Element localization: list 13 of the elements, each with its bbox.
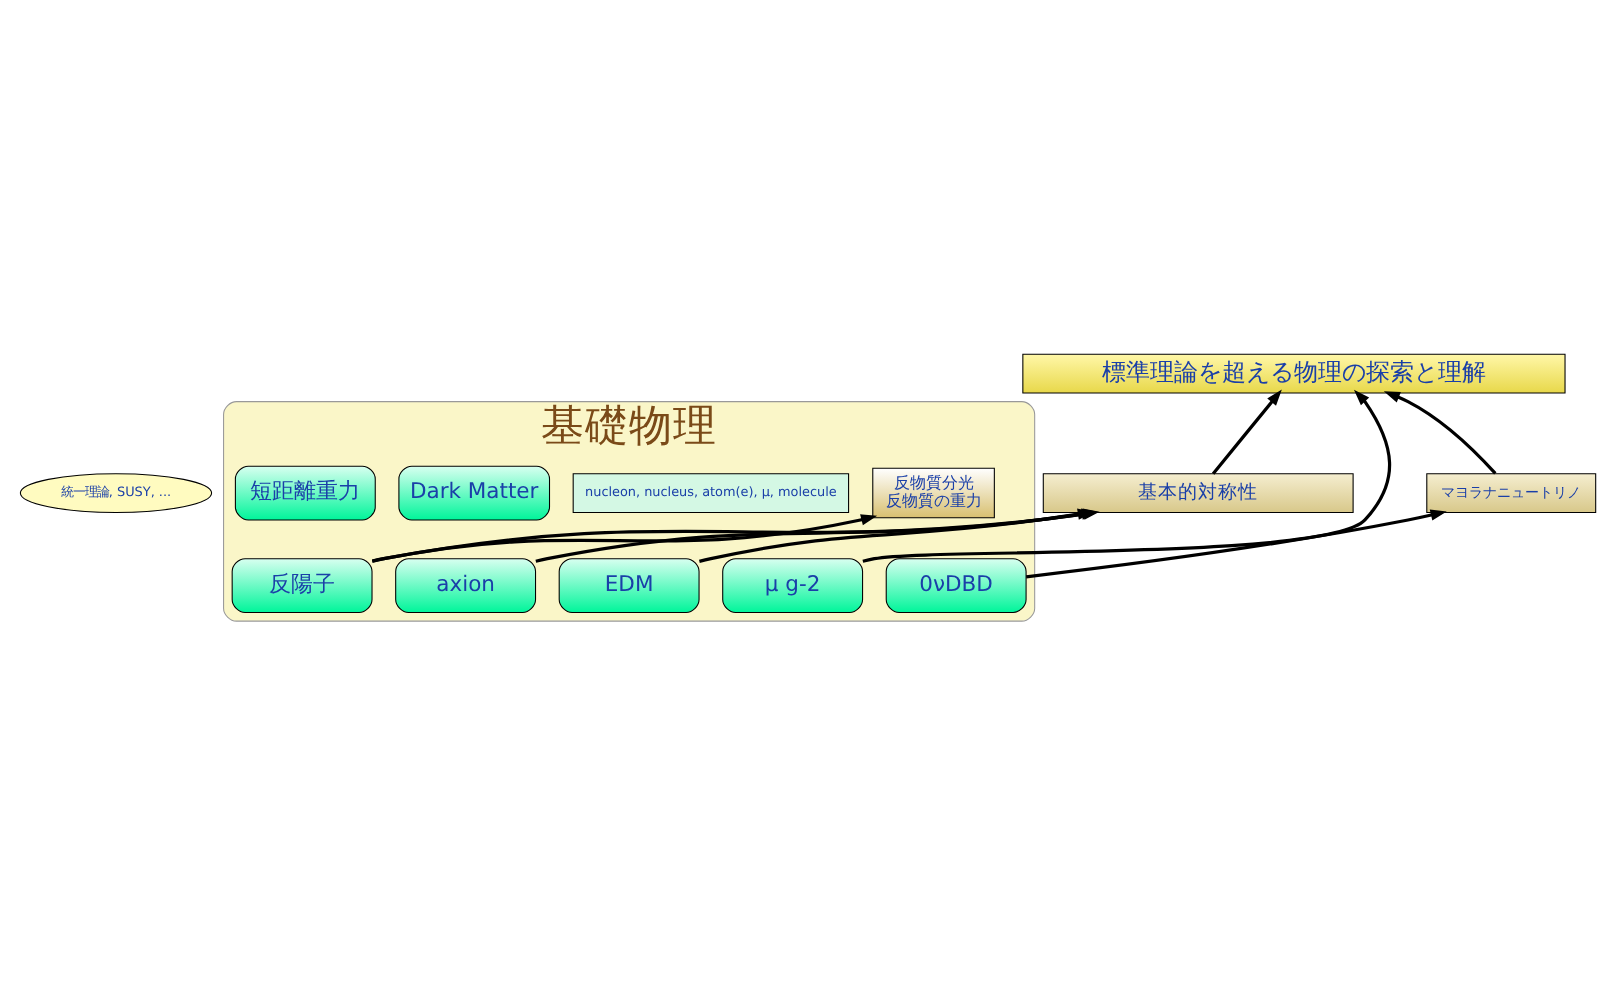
node-box: 反陽子 bbox=[231, 558, 373, 613]
arrow bbox=[1383, 391, 1497, 475]
node-box: μ g-2 bbox=[722, 558, 864, 613]
node-box: Dark Matter bbox=[398, 465, 551, 521]
node-box: 0νDBD bbox=[885, 558, 1027, 613]
node-box: 基本的対称性 bbox=[1042, 473, 1354, 513]
arrow bbox=[862, 389, 1392, 563]
node-box: EDM bbox=[558, 558, 700, 613]
arrow bbox=[1211, 389, 1282, 475]
node-box: 標準理論を超える物理の探索と理解 bbox=[1022, 353, 1566, 394]
node-box: 短距離重力 bbox=[234, 465, 376, 521]
arrow bbox=[371, 514, 878, 563]
node-box: axion bbox=[395, 558, 537, 613]
